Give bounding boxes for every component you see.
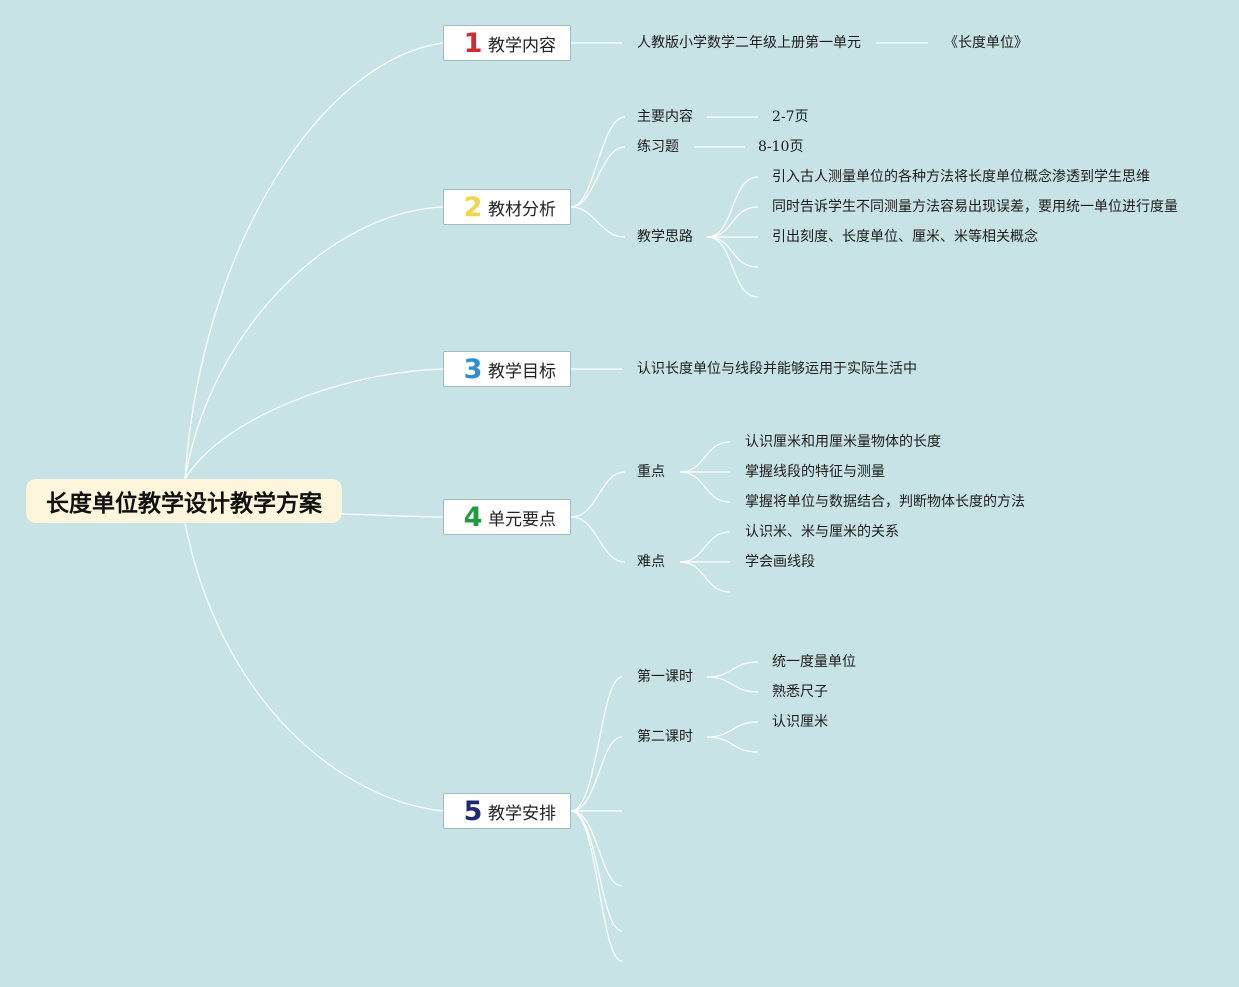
branch-label: 单元要点: [488, 509, 556, 530]
branch-label: 教学目标: [488, 361, 556, 382]
branch-label: 教学安排: [488, 803, 556, 824]
topic-key-3[interactable]: 掌握将单位与数据结合，判断物体长度的方法: [745, 494, 1025, 510]
topic-goal[interactable]: 认识长度单位与线段并能够运用于实际生活中: [637, 361, 917, 377]
root-topic[interactable]: 长度单位教学设计教学方案: [26, 479, 342, 523]
topic-hard-2[interactable]: 学会画线段: [745, 554, 815, 570]
topic-main-pages[interactable]: 2-7页: [772, 109, 809, 125]
topic-lesson1-item-1[interactable]: 统一度量单位: [772, 654, 856, 670]
number-3-icon: 3: [463, 353, 483, 385]
topic-lesson-2[interactable]: 第二课时: [637, 729, 693, 745]
number-5-icon: 5: [463, 795, 483, 827]
topic-main-content[interactable]: 主要内容: [637, 109, 693, 125]
branch-2[interactable]: 2 教材分析: [443, 189, 571, 225]
root-title: 长度单位教学设计教学方案: [46, 491, 322, 517]
topic-lesson-1[interactable]: 第一课时: [637, 669, 693, 685]
branch-label: 教学内容: [488, 35, 556, 56]
topic-exercises[interactable]: 练习题: [637, 139, 679, 155]
topic-difficulties[interactable]: 难点: [637, 554, 665, 570]
topic-key-points[interactable]: 重点: [637, 464, 665, 480]
number-1-icon: 1: [463, 27, 483, 59]
topic-key-2[interactable]: 掌握线段的特征与测量: [745, 464, 885, 480]
branch-1[interactable]: 1 教学内容: [443, 25, 571, 61]
topic-unit[interactable]: 《长度单位》: [944, 35, 1028, 51]
topic-lesson1-item-2[interactable]: 熟悉尺子: [772, 684, 828, 700]
number-2-icon: 2: [463, 191, 483, 223]
topic-key-1[interactable]: 认识厘米和用厘米量物体的长度: [745, 434, 941, 450]
topic-teaching-idea[interactable]: 教学思路: [637, 229, 693, 245]
branch-label: 教材分析: [488, 199, 556, 220]
topic-exercise-pages[interactable]: 8-10页: [758, 139, 804, 155]
branch-3[interactable]: 3 教学目标: [443, 351, 571, 387]
topic-idea-1[interactable]: 引入古人测量单位的各种方法将长度单位概念渗透到学生思维: [772, 169, 1150, 185]
branch-4[interactable]: 4 单元要点: [443, 499, 571, 535]
topic-idea-3[interactable]: 引出刻度、长度单位、厘米、米等相关概念: [772, 229, 1038, 245]
number-4-icon: 4: [463, 501, 483, 533]
topic-idea-2[interactable]: 同时告诉学生不同测量方法容易出现误差，要用统一单位进行度量: [772, 199, 1178, 215]
topic-lesson2-item-1[interactable]: 认识厘米: [772, 714, 828, 730]
topic-hard-1[interactable]: 认识米、米与厘米的关系: [745, 524, 899, 540]
branch-5[interactable]: 5 教学安排: [443, 793, 571, 829]
topic-source[interactable]: 人教版小学数学二年级上册第一单元: [637, 35, 861, 51]
